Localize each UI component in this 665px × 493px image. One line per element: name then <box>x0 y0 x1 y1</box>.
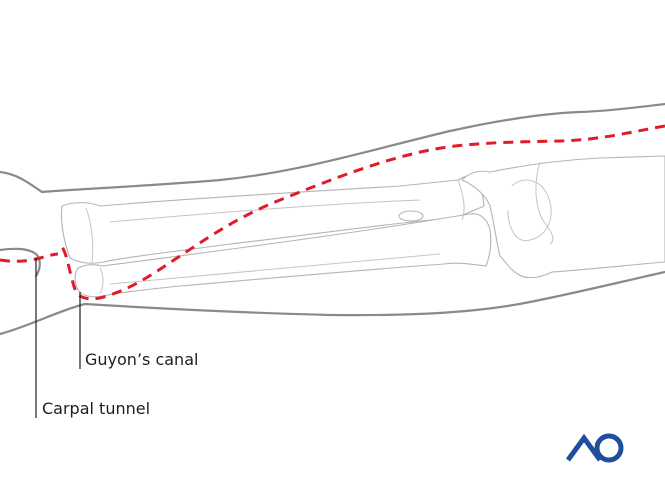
incision-line-main <box>58 124 665 301</box>
distal-radius-line <box>85 207 94 263</box>
ulna-shaft-line <box>109 253 441 285</box>
forearm-lower-outline <box>0 270 665 336</box>
ulna-bone <box>74 213 492 298</box>
forearm-upper-outline <box>0 102 665 194</box>
ao-logo-icon <box>565 433 624 463</box>
radius-head-line <box>457 179 465 221</box>
radial-tuberosity <box>398 210 424 222</box>
incision-line-carpal <box>0 252 59 263</box>
guyons-canal-label: Guyon’s canal <box>85 350 199 369</box>
humerus-bone <box>461 155 665 279</box>
carpal-tunnel-label: Carpal tunnel <box>42 399 151 418</box>
forearm-bones <box>60 155 665 298</box>
hand-outline <box>0 247 41 278</box>
condyle-line <box>507 179 552 242</box>
distal-ulna-line <box>99 267 104 295</box>
olecranon-line <box>535 161 554 245</box>
